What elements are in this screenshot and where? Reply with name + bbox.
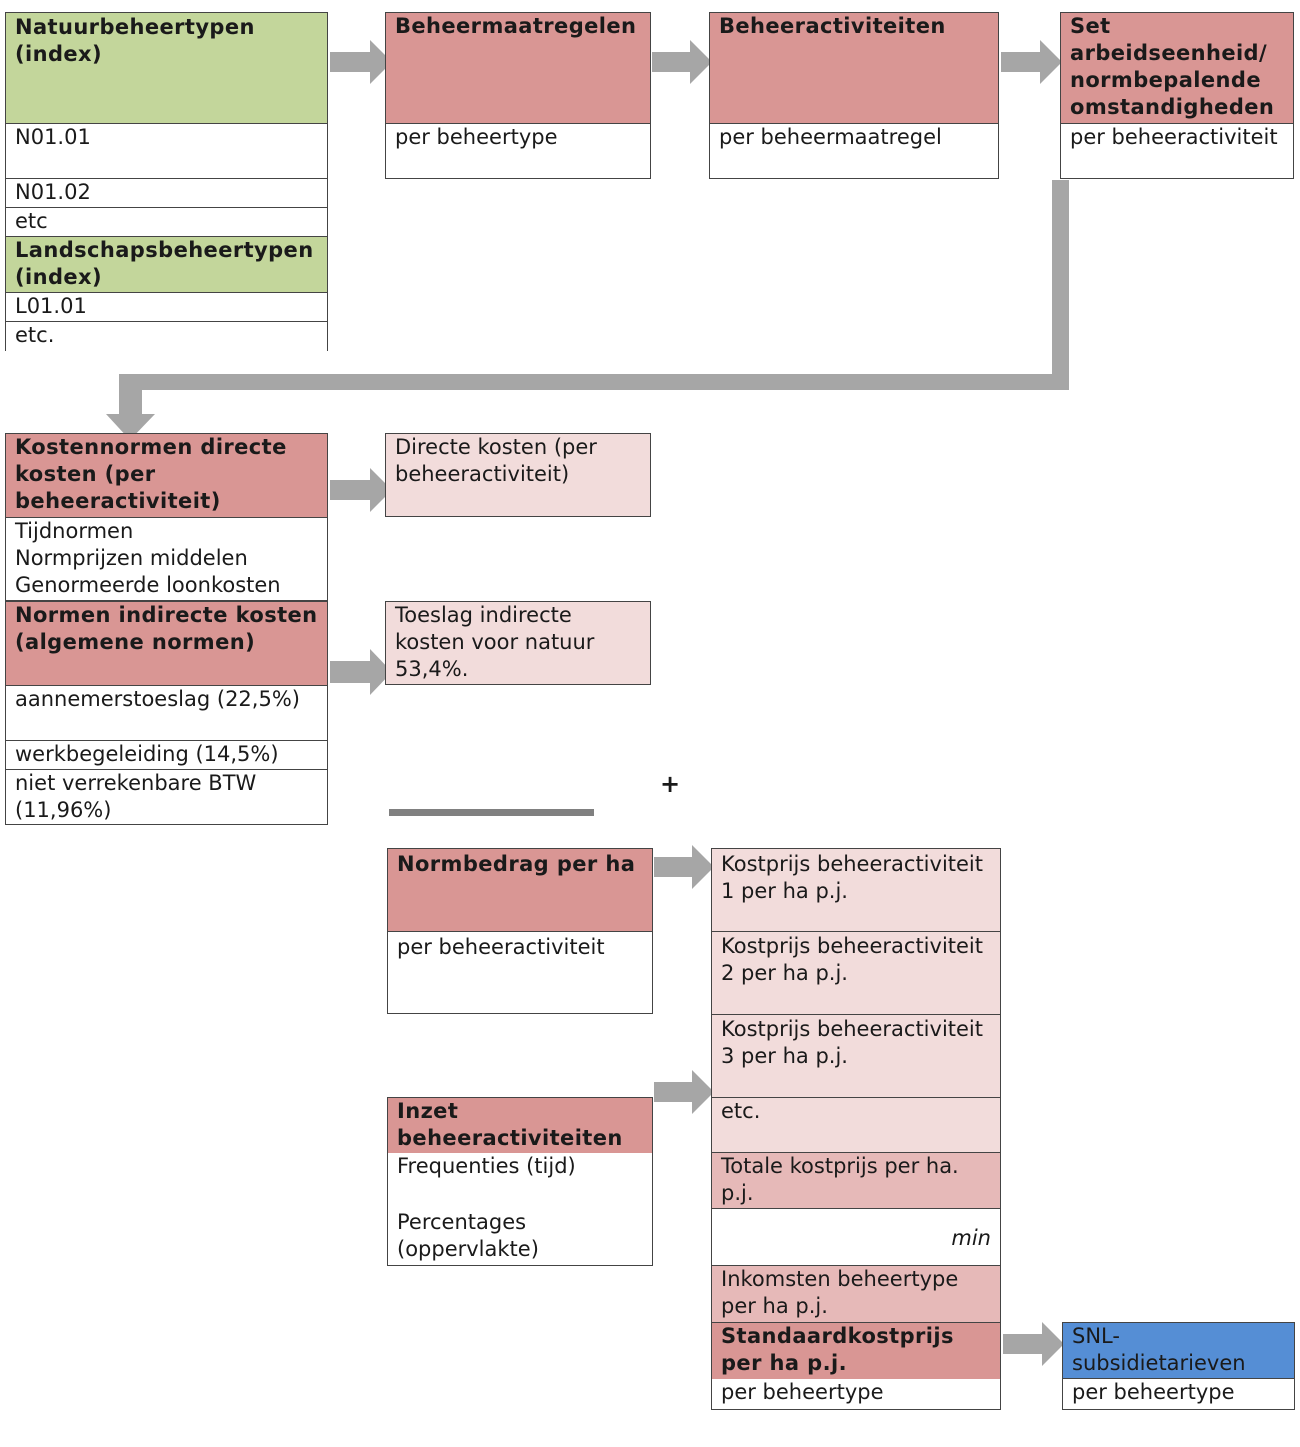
connector-set-down [1052, 180, 1069, 390]
natuur-row-2: N01.02 [6, 179, 327, 208]
beheermaatregelen-sub: per beheertype [386, 124, 650, 178]
min-label: min [712, 1209, 1000, 1266]
beheermaatregelen-title: Beheermaatregelen [386, 13, 650, 124]
beheeractiviteiten-sub: per beheermaatregel [710, 124, 998, 178]
arrow-natuur-maatregelen [330, 40, 392, 84]
set-arbeidseenheid-title: Set arbeidseenheid/ normbepalende omstan… [1061, 13, 1293, 124]
land-row-1: L01.01 [6, 293, 327, 322]
directe-kosten-result: Directe kosten (per beheeractiviteit) [385, 433, 651, 517]
connector-horizontal [119, 374, 1069, 390]
arrow-down-to-kostennormen [106, 374, 155, 440]
normen-indirect-title: Normen indirecte kosten (algemene normen… [6, 602, 327, 686]
direct-item-1: Tijdnormen [15, 519, 134, 543]
snl-title: SNL-subsidietarieven [1063, 1323, 1294, 1379]
kostennormen-direct-items: Tijdnormen Normprijzen middelen Genormee… [6, 518, 327, 599]
standaardkostprijs-sub: per beheertype [712, 1379, 1000, 1409]
kostprijs-row-3: Kostprijs beheeractiviteit 3 per ha p.j. [712, 1015, 1000, 1098]
normen-indirect-box: Normen indirecte kosten (algemene normen… [5, 601, 328, 825]
kostprijs-box: Kostprijs beheeractiviteit 1 per ha p.j.… [711, 848, 1001, 1410]
natuur-row-1: N01.01 [6, 124, 327, 179]
inzet-box: Inzet beheeractiviteiten Frequenties (ti… [387, 1097, 653, 1266]
snl-box: SNL-subsidietarieven per beheertype [1062, 1322, 1295, 1410]
arrow-indirect-result [330, 649, 392, 695]
direct-item-3: Genormeerde loonkosten [15, 573, 281, 597]
normbedrag-box: Normbedrag per ha per beheeractiviteit [387, 848, 653, 1014]
land-row-2: etc. [6, 322, 327, 351]
landschapsbeheertypen-title: Landschapsbeheertypen (index) [6, 237, 327, 293]
indirect-item-3: niet verrekenbare BTW (11,96%) [6, 770, 327, 824]
inzet-items: Frequenties (tijd) Percentages (oppervla… [388, 1153, 652, 1263]
kostennormen-direct-box: Kostennormen directe kosten (per beheera… [5, 433, 328, 601]
kostprijs-row-1: Kostprijs beheeractiviteit 1 per ha p.j. [712, 849, 1000, 932]
natuur-row-3: etc [6, 208, 327, 237]
inzet-title: Inzet beheeractiviteiten [388, 1098, 652, 1153]
kostennormen-direct-title: Kostennormen directe kosten (per beheera… [6, 434, 327, 518]
arrow-standaard-snl [1003, 1322, 1064, 1366]
natuurbeheertypen-box: Natuurbeheertypen (index) N01.01 N01.02 … [5, 12, 328, 351]
kostprijs-row-4: etc. [712, 1098, 1000, 1153]
indirect-item-2: werkbegeleiding (14,5%) [6, 741, 327, 770]
arrow-activiteiten-set [1001, 40, 1062, 84]
kostprijs-row-2: Kostprijs beheeractiviteit 2 per ha p.j. [712, 932, 1000, 1015]
arrow-inzet-kostprijs [654, 1070, 714, 1114]
set-arbeidseenheid-sub: per beheeractiviteit [1061, 124, 1293, 178]
inzet-item-1: Frequenties (tijd) [397, 1154, 576, 1178]
inzet-item-2: Percentages (oppervlakte) [397, 1210, 539, 1261]
beheeractiviteiten-title: Beheeractiviteiten [710, 13, 998, 124]
inkomsten-beheertype: Inkomsten beheertype per ha p.j. [712, 1266, 1000, 1323]
direct-item-2: Normprijzen middelen [15, 546, 248, 570]
beheermaatregelen-box: Beheermaatregelen per beheertype [385, 12, 651, 179]
normbedrag-sub: per beheeractiviteit [388, 932, 652, 1013]
snl-sub: per beheertype [1063, 1379, 1294, 1409]
arrow-maatregelen-activiteiten [652, 40, 712, 84]
arrow-normbedrag-kostprijs [654, 845, 714, 889]
natuurbeheertypen-title: Natuurbeheertypen (index) [6, 13, 327, 124]
standaardkostprijs-title: Standaardkostprijs per ha p.j. [712, 1323, 1000, 1379]
arrow-direct-result [330, 468, 392, 512]
beheeractiviteiten-box: Beheeractiviteiten per beheermaatregel [709, 12, 999, 179]
plus-sign: + [660, 770, 681, 798]
directe-kosten-text: Directe kosten (per beheeractiviteit) [395, 435, 597, 486]
indirect-item-1: aannemerstoeslag (22,5%) [6, 686, 327, 741]
totale-kostprijs: Totale kostprijs per ha. p.j. [712, 1153, 1000, 1209]
set-arbeidseenheid-box: Set arbeidseenheid/ normbepalende omstan… [1060, 12, 1294, 179]
toeslag-indirect-text: Toeslag indirecte kosten voor natuur 53,… [395, 603, 595, 681]
normbedrag-title: Normbedrag per ha [388, 849, 652, 932]
minus-bar [389, 809, 594, 816]
toeslag-indirect-result: Toeslag indirecte kosten voor natuur 53,… [385, 601, 651, 685]
